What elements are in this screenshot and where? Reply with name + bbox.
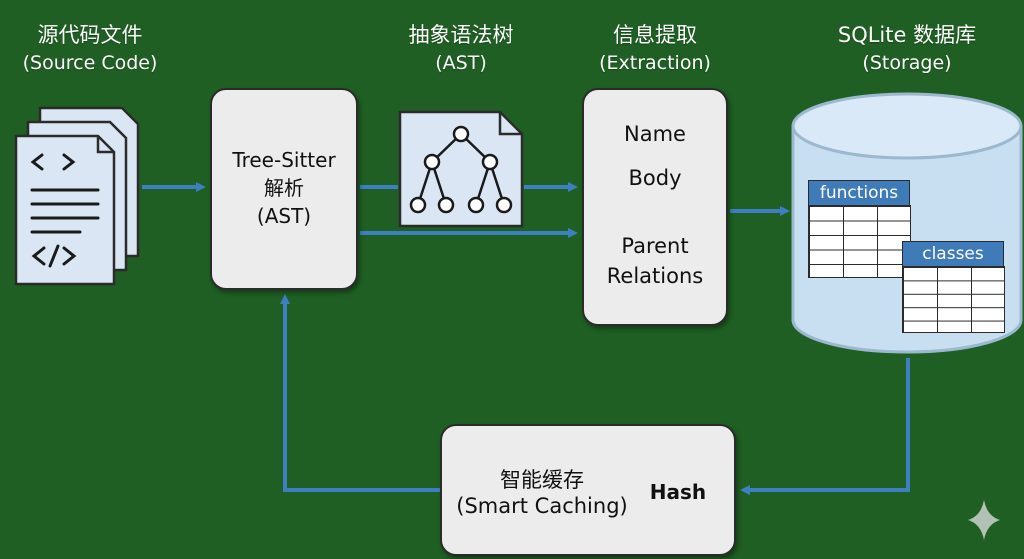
parser-label-2: 解析 bbox=[264, 176, 304, 200]
source-header: 源代码文件 (Source Code) bbox=[10, 20, 170, 76]
table-functions-grid bbox=[808, 205, 911, 278]
arrow-storage-to-caching bbox=[740, 358, 910, 495]
ast-title: 抽象语法树 bbox=[408, 23, 514, 47]
sparkle-icon bbox=[968, 500, 1000, 540]
caching-subtitle: (Smart Caching) bbox=[456, 494, 628, 518]
ast-subtitle: (AST) bbox=[435, 52, 487, 74]
table-functions-label: functions bbox=[808, 180, 910, 206]
field-body: Body bbox=[628, 166, 682, 190]
storage-subtitle: (Storage) bbox=[862, 52, 952, 74]
source-files-icon bbox=[14, 106, 140, 286]
field-parent: Parent bbox=[621, 234, 689, 258]
source-title: 源代码文件 bbox=[37, 23, 143, 47]
caching-title: 智能缓存 bbox=[500, 468, 584, 492]
extraction-header: 信息提取 (Extraction) bbox=[575, 20, 735, 76]
hash-label: Hash bbox=[649, 480, 707, 504]
extraction-subtitle: (Extraction) bbox=[599, 52, 711, 74]
ast-header: 抽象语法树 (AST) bbox=[381, 20, 541, 76]
extraction-box: Name Body Parent Relations bbox=[582, 88, 728, 326]
parser-label-3: (AST) bbox=[256, 204, 312, 228]
field-relations: Relations bbox=[606, 264, 704, 288]
table-classes-label: classes bbox=[902, 241, 1004, 267]
ast-tree-icon bbox=[398, 110, 524, 228]
storage-header: SQLite 数据库 (Storage) bbox=[815, 20, 999, 76]
smart-caching-box: 智能缓存 (Smart Caching) bbox=[440, 424, 736, 556]
table-classes-grid bbox=[902, 266, 1005, 333]
parser-label-1: Tree-Sitter bbox=[232, 148, 336, 172]
tree-sitter-box: Tree-Sitter 解析 (AST) bbox=[210, 88, 358, 290]
field-name: Name bbox=[624, 122, 686, 146]
storage-title: SQLite 数据库 bbox=[837, 23, 977, 47]
arrow-caching-to-parser bbox=[280, 294, 440, 492]
source-subtitle: (Source Code) bbox=[22, 52, 158, 74]
extraction-title: 信息提取 bbox=[613, 23, 697, 47]
